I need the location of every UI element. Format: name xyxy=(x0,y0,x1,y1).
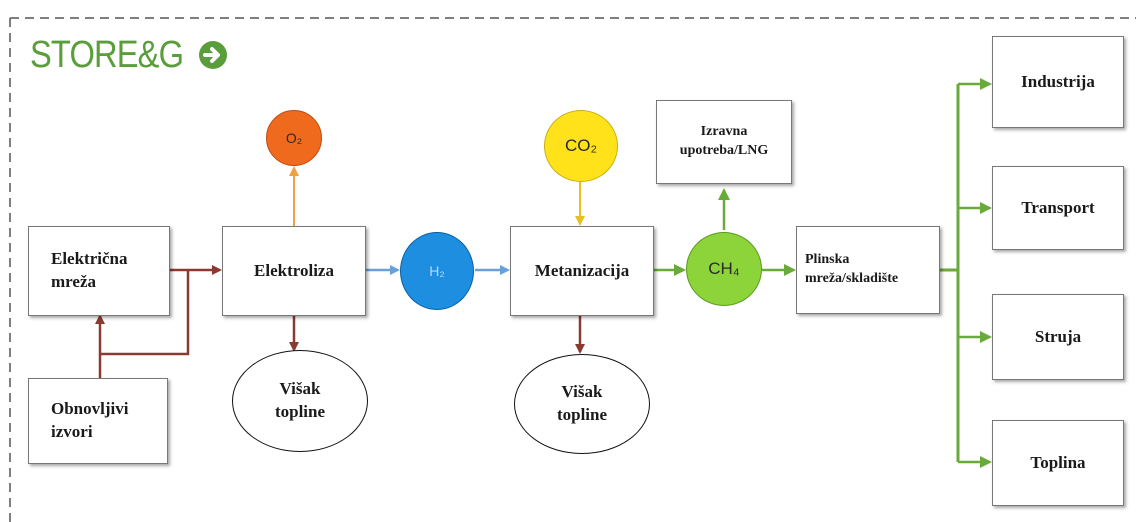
node-h2: H₂ xyxy=(400,232,474,310)
arrow-renewables-to-electrolysis xyxy=(100,270,190,356)
node-transport: Transport xyxy=(992,166,1124,250)
node-heat: Toplina xyxy=(992,420,1124,506)
node-renewable-sources-label: Obnovljivi izvori xyxy=(51,399,129,441)
node-waste-heat-2-label: Višak topline xyxy=(556,382,608,424)
node-ch4: CH₄ xyxy=(686,232,762,306)
node-transport-label: Transport xyxy=(1021,197,1095,217)
store-and-go-logo: STORE&G xyxy=(30,34,184,76)
node-direct-use-lng-label: Izravna upotreba/LNG xyxy=(679,124,769,158)
node-electrolysis: Elektroliza xyxy=(222,226,366,316)
node-ch4-label: CH₄ xyxy=(708,259,740,278)
node-waste-heat-1-label: Višak topline xyxy=(274,379,326,421)
node-power: Struja xyxy=(992,294,1124,380)
arrow-gas-grid-bus xyxy=(940,84,960,462)
node-heat-label: Toplina xyxy=(1030,452,1086,472)
node-gas-grid-storage: Plinska mreža/skladište xyxy=(796,226,940,314)
node-electrolysis-label: Elektroliza xyxy=(254,260,334,280)
node-electric-grid-label: Električna mreža xyxy=(51,249,128,291)
node-industry-label: Industrija xyxy=(1021,71,1095,91)
node-methanation: Metanizacija xyxy=(510,226,654,316)
node-waste-heat-2: Višak topline xyxy=(514,354,650,454)
node-power-label: Struja xyxy=(1034,326,1082,346)
circle-arrow-right-icon xyxy=(199,41,227,69)
node-o2-label: O₂ xyxy=(285,130,303,146)
node-renewable-sources: Obnovljivi izvori xyxy=(28,378,168,464)
node-methanation-label: Metanizacija xyxy=(534,260,630,280)
node-h2-label: H₂ xyxy=(429,263,445,279)
node-o2: O₂ xyxy=(266,110,322,166)
node-industry: Industrija xyxy=(992,36,1124,128)
node-waste-heat-1: Višak topline xyxy=(232,350,368,452)
node-direct-use-lng: Izravna upotreba/LNG xyxy=(656,100,792,184)
node-co2-label: CO₂ xyxy=(564,136,598,155)
node-electric-grid: Električna mreža xyxy=(28,226,170,316)
node-gas-grid-storage-label: Plinska mreža/skladište xyxy=(805,252,899,286)
node-co2: CO₂ xyxy=(544,110,618,182)
